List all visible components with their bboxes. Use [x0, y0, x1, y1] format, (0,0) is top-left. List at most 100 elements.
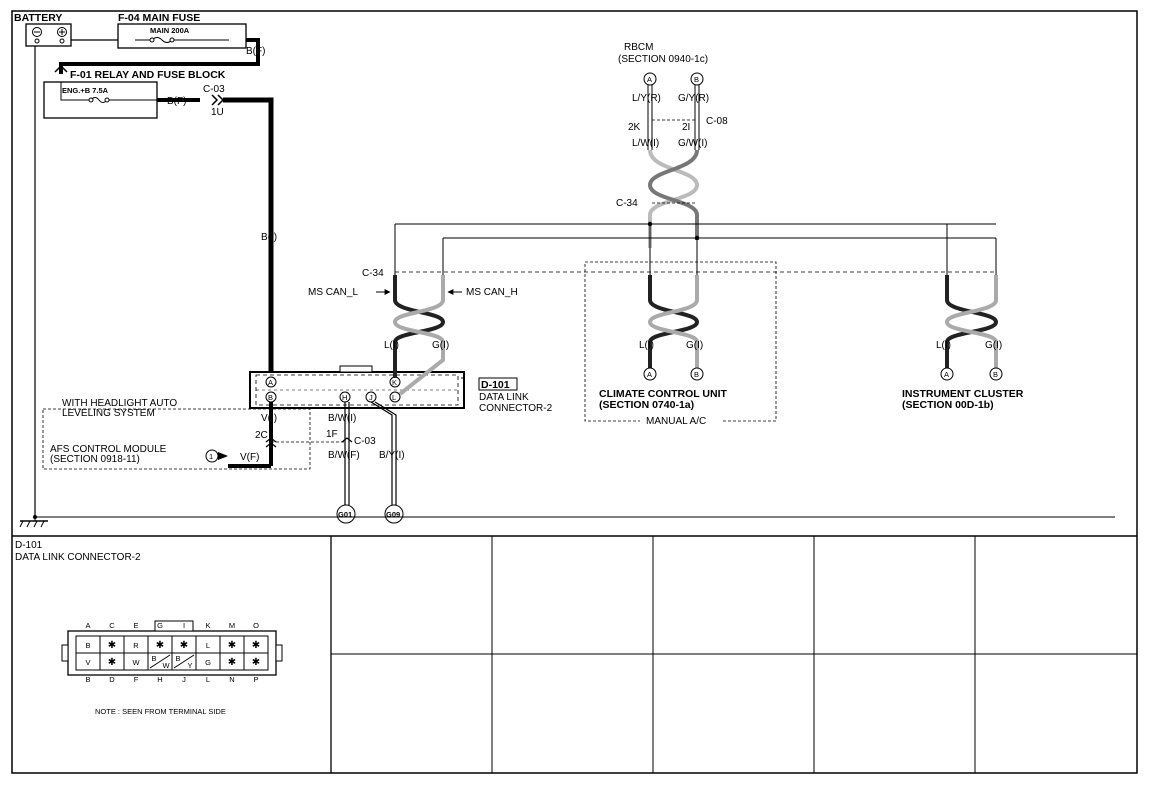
connector-letter-bottom: F — [134, 675, 139, 684]
can-h-label: MS CAN_H — [466, 287, 518, 298]
cluster-pin-a: A — [944, 370, 949, 379]
cluster-wire-gi: G(I) — [985, 340, 1002, 351]
connector-letter-bottom: J — [182, 675, 186, 684]
wire-label-bf-top: B(F) — [246, 46, 265, 57]
cluster-wire-li: L(I) — [936, 340, 951, 351]
dlc-pin-k: K — [392, 378, 397, 387]
connector-label-c34-can: C-34 — [362, 268, 384, 279]
wire-label-bwi: B/W(I) — [328, 413, 356, 424]
cluster-pin-b: B — [993, 370, 998, 379]
climate-pin-b: B — [694, 370, 699, 379]
connector-cell-color: R — [133, 641, 139, 650]
wire-label-bwf: B/W(F) — [328, 450, 360, 461]
manual-ac-label: MANUAL A/C — [646, 416, 706, 427]
climate-unit-name: CLIMATE CONTROL UNIT — [599, 388, 728, 400]
rbcm-pin-a: A — [647, 75, 652, 84]
rbcm-pin-2i: 2I — [682, 122, 690, 133]
connector-cell-color: ✱ — [108, 657, 116, 668]
connector-label-c03-top: C-03 — [203, 84, 225, 95]
pin-label-1f: 1F — [326, 429, 338, 440]
afs-module-name: AFS CONTROL MODULE — [50, 444, 167, 455]
rbcm-title: RBCM — [624, 42, 653, 53]
afs-option-box — [42, 408, 311, 470]
cluster-name: INSTRUMENT CLUSTER — [902, 388, 1024, 400]
relay-block-title: F-01 RELAY AND FUSE BLOCK — [70, 69, 226, 81]
dlc-pin-a: A — [268, 378, 273, 387]
connector-cell-color: ✱ — [252, 657, 260, 668]
connector-cell-color: W — [132, 658, 140, 667]
connector-cell-color: ✱ — [228, 657, 236, 668]
dlc-wire-li: L(I) — [384, 340, 399, 351]
rbcm-pin-b: B — [694, 75, 699, 84]
dlc-wire-gi: G(I) — [432, 340, 449, 351]
wire-label-vi: V(I) — [261, 413, 277, 424]
fuse-rating: ENG.+B 7.5A — [62, 86, 109, 95]
connector-label-c34-rbcm: C-34 — [616, 198, 638, 209]
connector-cell-color: ✱ — [180, 640, 188, 651]
climate-wire-li: L(I) — [639, 340, 654, 351]
wire-label-vf: V(F) — [240, 452, 259, 463]
rbcm-pin-2k: 2K — [628, 122, 641, 133]
dlc-pin-l: L — [392, 393, 396, 402]
connector-cell-color: B — [175, 654, 180, 663]
wire-label-bi: B(I) — [261, 232, 277, 243]
connector-view-name: DATA LINK CONNECTOR-2 — [15, 552, 141, 563]
ground-symbol — [19, 517, 48, 528]
rbcm-wire-a-bottom: L/W(I) — [632, 138, 659, 149]
dlc-name: DATA LINK CONNECTOR-2 — [479, 392, 553, 414]
connector-letter-top: M — [229, 621, 235, 630]
connector-letter-top: I — [183, 621, 185, 630]
main-fuse-rating: MAIN 200A — [150, 26, 190, 35]
connector-cell-color: V — [85, 658, 90, 667]
pin-label-2c: 2C — [255, 430, 268, 441]
climate-unit-section: (SECTION 0740-1a) — [599, 399, 694, 411]
dlc-pin-j: J — [369, 393, 373, 402]
rbcm-wire-b-top: G/Y(R) — [678, 93, 709, 104]
connector-letter-bottom: B — [85, 675, 90, 684]
connector-letter-top: G — [157, 621, 163, 630]
connector-cell-color: G — [205, 658, 211, 667]
can-l-label: MS CAN_L — [308, 287, 358, 298]
connector-letter-bottom: L — [206, 675, 210, 684]
dlc-pin-h: H — [342, 393, 347, 402]
wire-label-bf-mid: B(F) — [167, 96, 186, 107]
ground-g09: G09 — [386, 510, 400, 519]
rbcm-section: (SECTION 0940-1c) — [618, 54, 708, 65]
connector-cell-color: L — [206, 641, 210, 650]
rbcm-wire-b-bottom: G/W(I) — [678, 138, 707, 149]
climate-pin-a: A — [647, 370, 652, 379]
connector-cell-color: ✱ — [228, 640, 236, 651]
dlc-connector: A B H J K L — [249, 365, 465, 409]
connector-letter-top: C — [109, 621, 115, 630]
pin-label-1u: 1U — [211, 107, 224, 118]
rbcm-wire-a-top: L/Y(R) — [632, 93, 661, 104]
afs-pin-number: 1 — [209, 452, 213, 461]
connector-cell-color: W — [162, 661, 170, 670]
connector-view-note: NOTE : SEEN FROM TERMINAL SIDE — [95, 707, 226, 716]
main-fuse: F-04 MAIN FUSE MAIN 200A — [117, 12, 247, 49]
connector-letter-bottom: N — [229, 675, 234, 684]
dlc-pin-b: B — [268, 393, 273, 402]
main-fuse-title: F-04 MAIN FUSE — [118, 12, 200, 24]
afs-option-title: WITH HEADLIGHT AUTO LEVELING SYSTEM — [62, 398, 180, 419]
wire-label-byi: B/Y(I) — [379, 450, 405, 461]
connector-letter-top: K — [205, 621, 210, 630]
afs-module-section: (SECTION 0918-11) — [50, 454, 140, 465]
connector-cell-color: B — [151, 654, 156, 663]
connector-cell-color: ✱ — [108, 640, 116, 651]
connector-letter-top: A — [85, 621, 90, 630]
battery: BATTERY — [14, 12, 72, 47]
climate-wire-gi: G(I) — [686, 340, 703, 351]
connector-letter-bottom: H — [157, 675, 162, 684]
connector-letter-bottom: D — [109, 675, 115, 684]
connector-letter-bottom: P — [253, 675, 258, 684]
connector-cell-color: B — [85, 641, 90, 650]
connector-letter-top: O — [253, 621, 259, 630]
battery-title: BATTERY — [14, 12, 62, 24]
connector-label-c03-bottom: C-03 — [354, 436, 376, 447]
connector-cell-color: ✱ — [252, 640, 260, 651]
connector-letter-top: E — [133, 621, 138, 630]
ground-g01: G01 — [338, 510, 352, 519]
